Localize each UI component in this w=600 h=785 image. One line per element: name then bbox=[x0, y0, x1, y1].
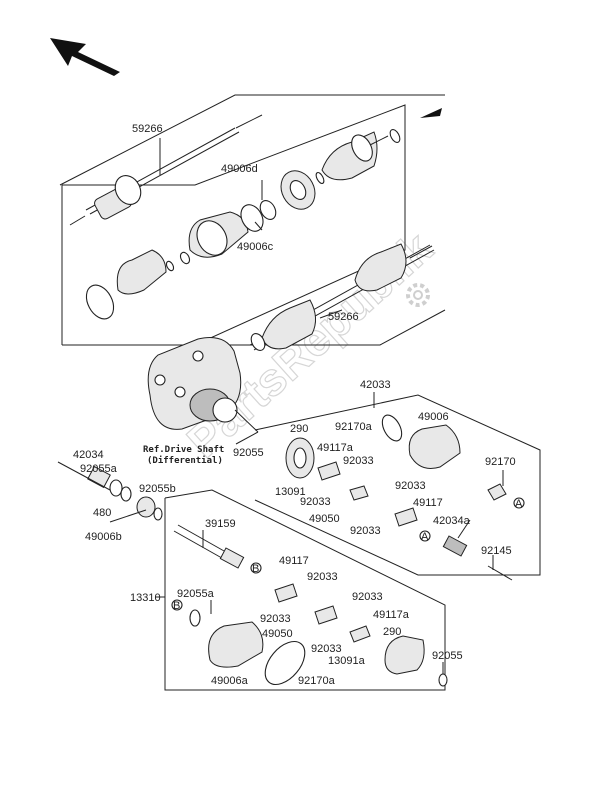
label-49117a-lower: 49117a bbox=[373, 609, 410, 621]
label-92033-u4: 92033 bbox=[350, 525, 381, 537]
reference-note: Ref.Drive Shaft (Differential) bbox=[143, 444, 224, 466]
label-92033-l1: 92033 bbox=[307, 571, 338, 583]
svg-text:B: B bbox=[252, 563, 259, 575]
label-290-upper: 290 bbox=[290, 423, 308, 435]
bearing-cage bbox=[280, 170, 325, 210]
svg-text:(Differential): (Differential) bbox=[147, 455, 223, 466]
svg-text:Ref.Drive Shaft: Ref.Drive Shaft bbox=[143, 444, 224, 455]
part-labels: 59266 49006d 49006c 59266 42033 290 9217… bbox=[73, 123, 516, 687]
gear-icon bbox=[406, 283, 430, 307]
label-92033-u1: 92033 bbox=[343, 455, 374, 467]
label-49117-lower: 49117 bbox=[279, 555, 309, 567]
lower-exploded-frame bbox=[164, 489, 446, 691]
svg-text:A: A bbox=[515, 498, 523, 510]
small-parts-left bbox=[57, 461, 163, 521]
boot-upper bbox=[165, 200, 277, 272]
joint-right bbox=[285, 414, 513, 581]
label-49006a: 49006a bbox=[211, 675, 249, 687]
label-59266-mid: 59266 bbox=[328, 311, 359, 323]
boot-upper-left bbox=[85, 249, 167, 320]
label-92055b: 92055b bbox=[139, 483, 176, 495]
svg-text:B: B bbox=[173, 600, 180, 612]
right-exploded-frame bbox=[254, 394, 541, 576]
label-92170a-upper: 92170a bbox=[335, 421, 373, 433]
label-92033-u2: 92033 bbox=[300, 496, 331, 508]
label-92145: 92145 bbox=[481, 545, 512, 557]
label-49117a-upper: 49117a bbox=[317, 442, 354, 454]
label-49006c: 49006c bbox=[237, 241, 274, 253]
label-92055-lower: 92055 bbox=[432, 650, 463, 662]
label-49006-upper: 49006 bbox=[418, 411, 449, 423]
label-39159: 39159 bbox=[205, 518, 236, 530]
label-49050-upper: 49050 bbox=[309, 513, 340, 525]
label-92033-u3: 92033 bbox=[395, 480, 426, 492]
label-49117-upper: 49117 bbox=[413, 497, 443, 509]
label-42034: 42034 bbox=[73, 449, 104, 461]
marker-b-2: B bbox=[171, 599, 183, 612]
front-arrow-icon bbox=[50, 38, 120, 76]
label-92170a-lower: 92170a bbox=[298, 675, 336, 687]
label-13310: 13310 bbox=[130, 592, 161, 604]
outer-joint-upper bbox=[321, 108, 442, 181]
label-92170: 92170 bbox=[485, 456, 516, 468]
label-290-lower: 290 bbox=[383, 626, 401, 638]
marker-a-2: A bbox=[419, 530, 431, 543]
drive-shaft-upper bbox=[69, 114, 263, 226]
label-92055a-lower: 92055a bbox=[177, 588, 215, 600]
leader-lines bbox=[109, 138, 504, 674]
svg-text:A: A bbox=[421, 531, 429, 543]
label-49050-lower: 49050 bbox=[262, 628, 293, 640]
label-92055-upper: 92055 bbox=[233, 447, 264, 459]
marker-a-1: A bbox=[513, 497, 525, 510]
label-92033-l4: 92033 bbox=[311, 643, 342, 655]
marker-b-1: B bbox=[250, 562, 262, 575]
label-92033-l2: 92033 bbox=[352, 591, 383, 603]
label-49006d: 49006d bbox=[221, 163, 258, 175]
label-92055a-upper: 92055a bbox=[80, 463, 118, 475]
label-42033: 42033 bbox=[360, 379, 391, 391]
label-13091a: 13091a bbox=[328, 655, 366, 667]
drive-shaft-middle bbox=[249, 243, 435, 351]
label-49006b: 49006b bbox=[85, 531, 122, 543]
lower-shaft-parts bbox=[173, 524, 448, 687]
label-59266-top: 59266 bbox=[132, 123, 163, 135]
label-13091: 13091 bbox=[275, 486, 306, 498]
label-42034a: 42034a bbox=[433, 515, 471, 527]
label-480: 480 bbox=[93, 507, 111, 519]
differential-housing bbox=[147, 337, 259, 433]
label-92033-l3: 92033 bbox=[260, 613, 291, 625]
